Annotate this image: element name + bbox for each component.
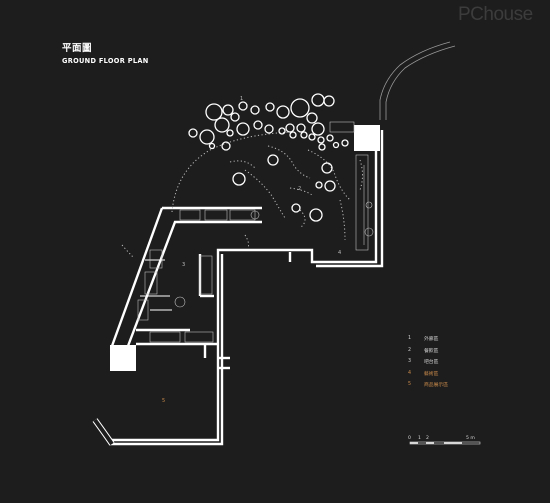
tree-icon [188, 128, 198, 138]
tree-icon [230, 112, 240, 122]
tree-icon [317, 136, 325, 144]
tree-icon [318, 143, 326, 151]
tree-icon [253, 120, 263, 130]
tree-icon [236, 122, 250, 136]
tree-icon [341, 139, 349, 147]
tree-icon [278, 127, 286, 135]
legend-item: 1 外廊區 [408, 333, 528, 345]
legend-item: 3 吧台區 [408, 356, 528, 368]
tree-icon [311, 93, 325, 107]
scale-label-2: 2 [426, 435, 429, 441]
legend-number: 1 [408, 336, 412, 342]
legend-item: 5 商品展示區 [408, 379, 528, 391]
zone-label-3: 3 [182, 262, 185, 268]
pillar-north [354, 125, 380, 151]
pillar-south [110, 345, 136, 371]
zone-label-1: 1 [240, 96, 243, 102]
tree-icon [300, 131, 308, 139]
zone-label-4: 4 [338, 250, 341, 256]
tree-icon [324, 180, 336, 192]
trees [188, 93, 349, 222]
legend-text: 商品展示區 [424, 383, 448, 389]
tree-icon [205, 103, 223, 121]
tree-icon [238, 101, 248, 111]
tree-icon [290, 98, 310, 118]
legend-text: 藝術區 [424, 371, 439, 377]
terrace-edge [92, 418, 115, 446]
tree-icon [199, 129, 215, 145]
zone-label-5: 5 [162, 398, 165, 404]
tree-icon [311, 122, 325, 136]
tree-icon [326, 134, 334, 142]
tree-icon [309, 208, 323, 222]
legend-item: 4 藝術區 [408, 368, 528, 380]
legend-number: 2 [408, 347, 412, 353]
tree-icon [232, 172, 246, 186]
access-road [379, 41, 456, 120]
tree-icon [221, 141, 231, 151]
tree-icon [291, 203, 301, 213]
tree-icon [308, 133, 316, 141]
legend-number: 4 [408, 370, 412, 376]
plan-title-en: GROUND FLOOR PLAN [62, 57, 149, 65]
legend-text: 外廊區 [424, 337, 439, 343]
tree-icon [321, 162, 333, 174]
legend-text: 餐飲區 [424, 348, 439, 354]
tree-icon [250, 105, 260, 115]
tree-icon [265, 102, 275, 112]
legend-number: 3 [408, 359, 412, 365]
tree-icon [285, 123, 295, 133]
plan-title-zh: 平面圖 [62, 43, 93, 54]
fixtures [137, 121, 374, 343]
tree-icon [332, 141, 340, 149]
tree-icon [315, 181, 323, 189]
tree-icon [267, 154, 279, 166]
tree-icon [208, 142, 216, 150]
watermark: PChouse [458, 4, 533, 25]
tree-icon [323, 95, 335, 107]
tree-icon [222, 104, 234, 116]
legend-text: 吧台區 [424, 360, 439, 366]
scale-label-1: 1 [418, 435, 421, 441]
tree-icon [214, 117, 230, 133]
scale-label-5m: 5 m [466, 435, 475, 441]
scale-bar: 0 1 2 5 m [408, 435, 481, 445]
tree-icon [296, 123, 306, 133]
legend-item: 2 餐飲區 [408, 345, 528, 357]
tree-icon [289, 131, 297, 139]
tree-icon [306, 112, 318, 124]
scale-label-0: 0 [408, 435, 411, 441]
legend-number: 5 [408, 382, 412, 388]
legend: 1 外廊區 2 餐飲區 3 吧台區 4 藝術區 5 商品展示區 [408, 333, 528, 391]
tree-icon [264, 124, 274, 134]
tree-icon [226, 129, 234, 137]
tree-icon [276, 105, 290, 119]
zone-label-2: 2 [298, 186, 301, 192]
walls [108, 130, 384, 446]
dotted-paths [121, 131, 363, 259]
